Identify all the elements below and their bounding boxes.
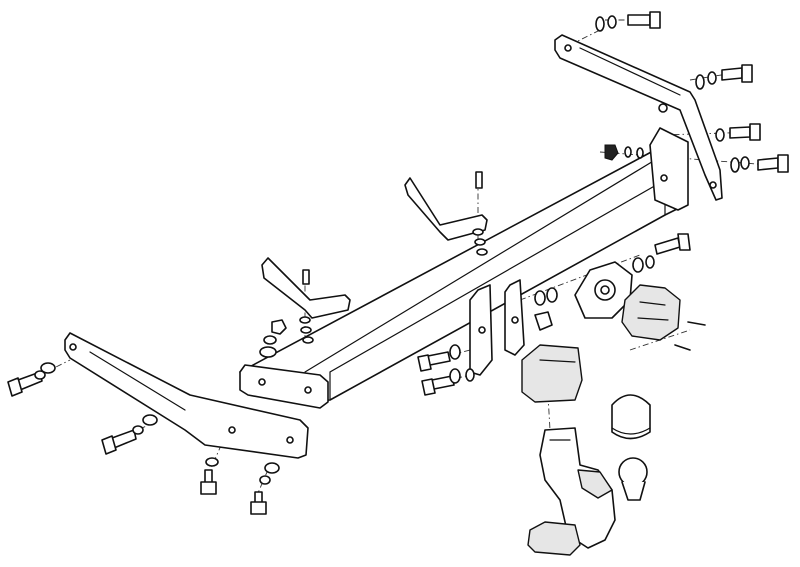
- central-mounting-plates: [469, 279, 525, 376]
- bolt-left-2: [101, 429, 137, 455]
- bolt-left-3: [200, 469, 217, 495]
- bolt-left-4: [250, 491, 267, 515]
- bolt-small-1: [475, 171, 483, 189]
- bolt-socket: [654, 233, 691, 255]
- ball-cover: [611, 394, 651, 440]
- bolts: [7, 11, 789, 515]
- bolt-right-2: [721, 64, 753, 83]
- washers-and-nuts: [34, 15, 750, 485]
- bolt-right-1: [627, 11, 661, 29]
- tow-ball: [618, 457, 648, 501]
- electrical-socket: [621, 284, 681, 341]
- beam-right-end-plate: [649, 127, 689, 211]
- bolt-right-3: [729, 123, 761, 141]
- lock-cover: [527, 521, 581, 556]
- bolt-center-2: [421, 375, 455, 396]
- upper-support-bracket: [404, 177, 488, 241]
- left-side-bracket: [64, 332, 309, 459]
- bolt-right-4: [757, 154, 789, 173]
- socket-mounting-plate: [574, 261, 633, 319]
- tow-ball-neck: [539, 427, 616, 549]
- bolt-center-1: [417, 351, 451, 372]
- receiver-housing: [521, 344, 583, 403]
- bolt-small-2: [302, 269, 310, 285]
- beam-left-end-plate: [239, 364, 329, 409]
- right-side-bracket: [554, 34, 723, 201]
- lower-support-bracket: [261, 257, 351, 319]
